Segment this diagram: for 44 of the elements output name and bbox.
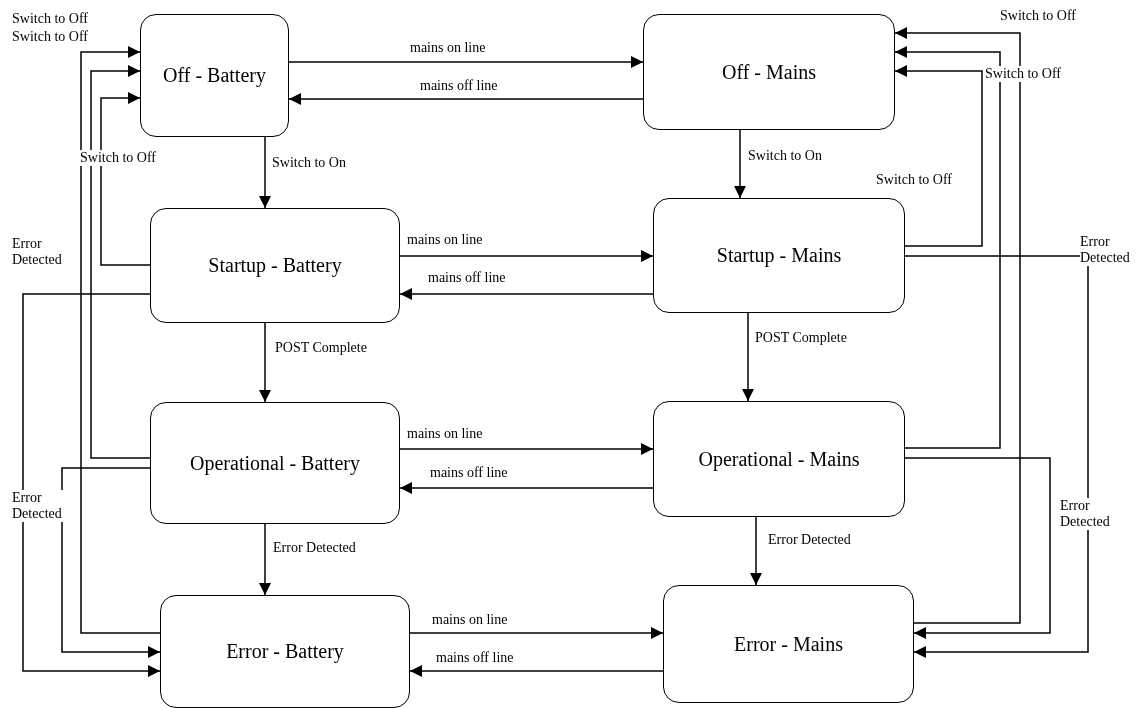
transition-arrow: [750, 516, 762, 586]
transition-arrow: [259, 523, 271, 596]
transition-arrow: [409, 627, 664, 639]
transition-arrow: [734, 129, 746, 199]
transition-arrow: [904, 457, 1051, 639]
state-box: [663, 585, 914, 703]
transition-arrow: [259, 322, 271, 403]
transition-arrow: [399, 443, 654, 455]
state-name: Error - Mains: [734, 632, 843, 656]
transition-arrow: [61, 467, 161, 658]
state-box: [653, 401, 905, 517]
transition-arrow: [288, 56, 644, 68]
state-name: Startup - Mains: [716, 244, 842, 267]
state-name: Error - Battery: [226, 640, 344, 663]
transition-arrow: [399, 250, 654, 262]
state-box: [150, 208, 400, 323]
transition-arrow: [399, 288, 654, 300]
state-box: [653, 198, 905, 313]
transition-arrow: [742, 312, 754, 402]
edge-label: POST Complete: [755, 330, 847, 346]
state-name: Operational - Battery: [190, 451, 360, 475]
state-name: Startup - Battery: [208, 254, 342, 277]
transition-arrow: [894, 46, 1001, 449]
edge-label: Switch to Off: [985, 66, 1061, 82]
transition-arrow: [90, 65, 151, 459]
state-box: [160, 595, 410, 708]
state-box: [140, 14, 289, 137]
state-box: [150, 402, 400, 524]
transition-arrow: [904, 255, 1089, 658]
state-name: Operational - Mains: [698, 447, 860, 471]
transition-arrow: [894, 65, 983, 247]
transition-arrow: [409, 665, 664, 677]
edge-label: POST Complete: [275, 340, 367, 356]
transition-arrow: [80, 46, 161, 634]
transition-arrow: [894, 27, 1021, 624]
state-name: Off - Mains: [721, 60, 817, 84]
transition-arrow: [259, 136, 271, 209]
transition-arrow: [399, 482, 654, 494]
state-box: [643, 14, 895, 130]
state-name: Off - Battery: [163, 64, 266, 87]
transition-arrow: [288, 93, 644, 105]
edge-label: Switch to Off: [80, 150, 156, 166]
transition-arrow: [22, 293, 161, 677]
transition-arrow: [100, 92, 151, 266]
